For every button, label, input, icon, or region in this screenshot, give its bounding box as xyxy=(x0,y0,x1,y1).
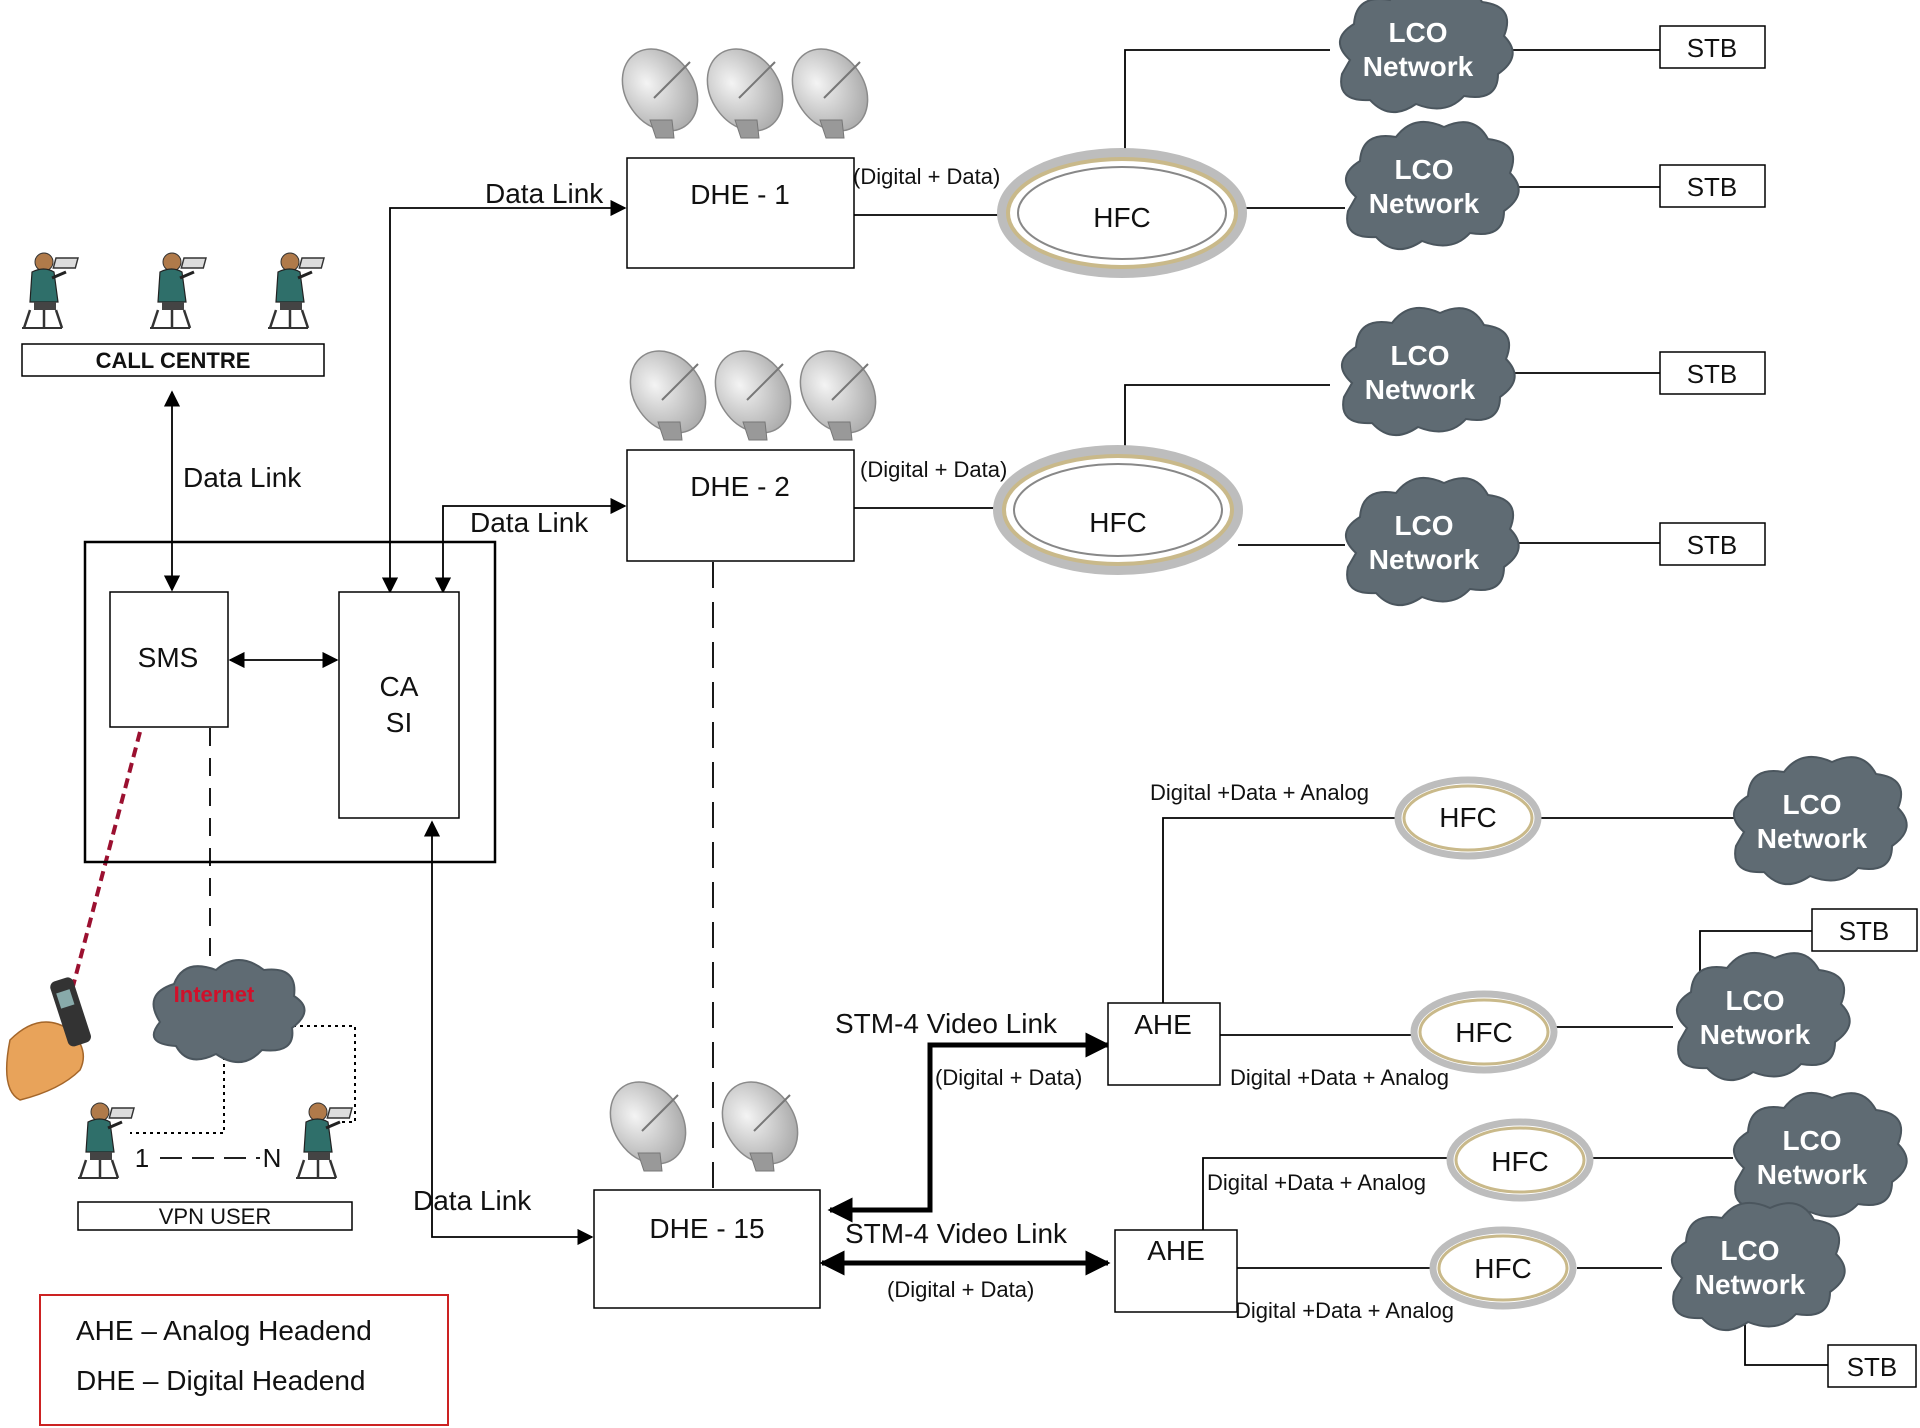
call-centre-label: CALL CENTRE xyxy=(96,348,251,373)
satellite-dishes-dhe15 xyxy=(593,1066,815,1180)
dhe1-box xyxy=(626,157,855,269)
lco-label: LCO xyxy=(1394,154,1453,185)
legend-dhe: DHE – Digital Headend xyxy=(76,1365,366,1396)
ahe2-label: AHE xyxy=(1147,1235,1205,1266)
vpn-operators xyxy=(76,1101,354,1180)
lco-label: LCO xyxy=(1782,789,1841,820)
digital-data-label: (Digital + Data) xyxy=(935,1065,1082,1090)
stb-label: STB xyxy=(1839,916,1890,946)
digital-data-analog-label: Digital +Data + Analog xyxy=(1207,1170,1426,1195)
lco-label: LCO xyxy=(1720,1235,1779,1266)
network-label: Network xyxy=(1365,374,1476,405)
data-link-label: Data Link xyxy=(183,462,302,493)
sms-box xyxy=(109,591,229,728)
legend-ahe: AHE – Analog Headend xyxy=(76,1315,372,1346)
hfc-large-1: HFC xyxy=(997,148,1247,278)
network-label: Network xyxy=(1369,544,1480,575)
hfc-label: HFC xyxy=(1089,507,1147,538)
network-label: Network xyxy=(1369,188,1480,219)
hfc-large-2: HFC xyxy=(993,445,1243,575)
network-label: Network xyxy=(1363,51,1474,82)
digital-data-label: (Digital + Data) xyxy=(860,457,1007,482)
digital-data-analog-label: Digital +Data + Analog xyxy=(1230,1065,1449,1090)
data-link-label: Data Link xyxy=(413,1185,532,1216)
digital-data-label: (Digital + Data) xyxy=(853,164,1000,189)
stb-label: STB xyxy=(1687,530,1738,560)
stb-label: STB xyxy=(1687,359,1738,389)
ahe1-box xyxy=(1107,1002,1221,1086)
call-centre-operators xyxy=(20,251,326,330)
legend: AHE – Analog Headend DHE – Digital Heade… xyxy=(39,1294,449,1426)
dhe1-label: DHE - 1 xyxy=(690,179,790,210)
hfc-small-1: HFC xyxy=(1394,776,1542,860)
call-centre-bar xyxy=(21,343,325,377)
headend-enclosure xyxy=(83,540,497,864)
internet-label: Internet xyxy=(174,982,255,1007)
link-labels: Data Link Data Link Data Link Data Link … xyxy=(183,164,1454,1323)
data-link-label: Data Link xyxy=(470,507,589,538)
stb-label: STB xyxy=(1687,33,1738,63)
hfc-label: HFC xyxy=(1439,802,1497,833)
network-label: Network xyxy=(1700,1019,1811,1050)
lco-label: LCO xyxy=(1388,17,1447,48)
vpn-user-label: VPN USER xyxy=(159,1204,271,1229)
vpn-n-label: N xyxy=(263,1143,282,1173)
connection-lines xyxy=(160,49,1828,1366)
sms-label: SMS xyxy=(138,642,199,673)
hfc-small-3: HFC xyxy=(1446,1118,1594,1202)
dhe2-label: DHE - 2 xyxy=(690,471,790,502)
stb-label: STB xyxy=(1687,172,1738,202)
hfc-label: HFC xyxy=(1474,1253,1532,1284)
ahe2-box xyxy=(1114,1229,1238,1313)
network-label: Network xyxy=(1757,823,1868,854)
network-label: Network xyxy=(1757,1159,1868,1190)
internet-cloud: Internet xyxy=(152,959,306,1063)
dhe15-label: DHE - 15 xyxy=(649,1213,764,1244)
network-label: Network xyxy=(1695,1269,1806,1300)
stm4-links xyxy=(819,1032,1111,1276)
satellite-dishes-dhe2 xyxy=(613,335,893,449)
lco-label: LCO xyxy=(1725,985,1784,1016)
satellite-dishes-dhe1 xyxy=(605,33,885,147)
digital-data-analog-label: Digital +Data + Analog xyxy=(1150,780,1369,805)
ca-label: CA xyxy=(380,671,419,702)
ahe1-label: AHE xyxy=(1134,1009,1192,1040)
data-link-label: Data Link xyxy=(485,178,604,209)
hfc-label: HFC xyxy=(1491,1146,1549,1177)
mobile-phone-icon xyxy=(5,977,91,1101)
lco-label: LCO xyxy=(1390,340,1449,371)
dhe2-box xyxy=(626,449,855,562)
lco-label: LCO xyxy=(1394,510,1453,541)
stb-label: STB xyxy=(1847,1352,1898,1382)
vpn-one-label: 1 xyxy=(135,1143,149,1173)
vpn-user-bar xyxy=(77,1201,353,1231)
hfc-small-2: HFC xyxy=(1410,990,1558,1074)
digital-data-analog-label: Digital +Data + Analog xyxy=(1235,1298,1454,1323)
hfc-label: HFC xyxy=(1455,1017,1513,1048)
si-label: SI xyxy=(386,707,412,738)
stb-boxes: STB STB STB STB STB STB xyxy=(1659,25,1918,1388)
lco-label: LCO xyxy=(1782,1125,1841,1156)
lco-clouds: LCONetworkLCONetworkLCONetworkLCONetwork… xyxy=(1339,0,1908,1331)
stm4-label: STM-4 Video Link xyxy=(845,1218,1068,1249)
dhe15-box xyxy=(593,1189,821,1309)
hfc-label: HFC xyxy=(1093,202,1151,233)
digital-data-label: (Digital + Data) xyxy=(887,1277,1034,1302)
stm4-label: STM-4 Video Link xyxy=(835,1008,1058,1039)
hfc-small-4: HFC xyxy=(1429,1226,1577,1310)
ca-si-box xyxy=(338,591,460,819)
